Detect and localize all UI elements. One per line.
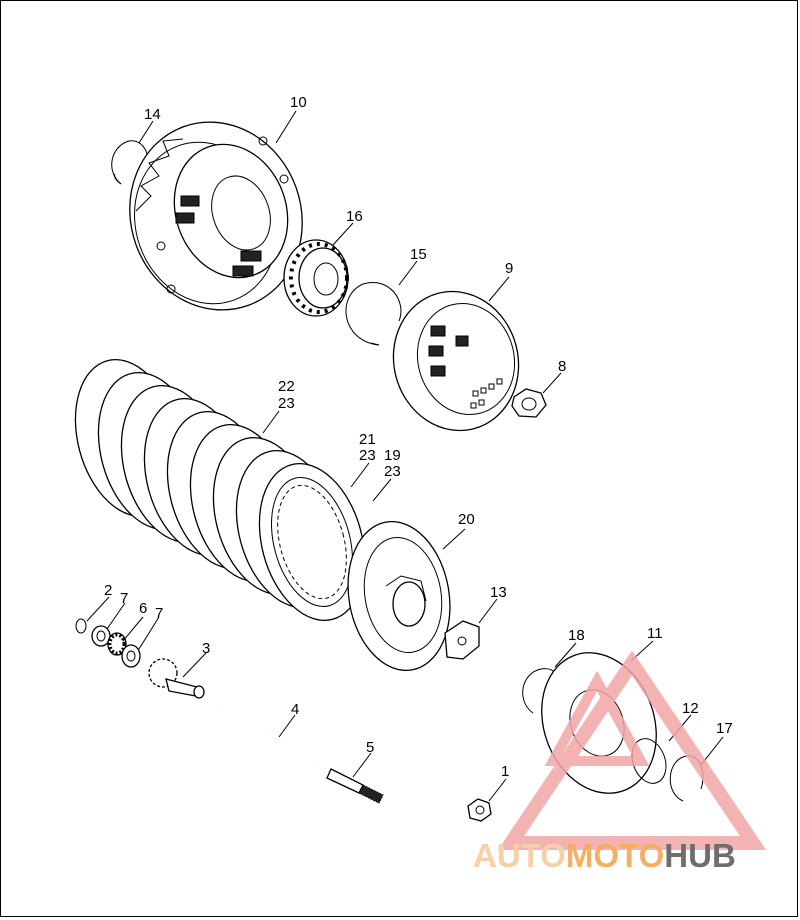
callout-7-b: 7 <box>155 605 163 622</box>
callout-16: 16 <box>346 208 363 225</box>
callout-15: 15 <box>410 246 427 263</box>
callout-4: 4 <box>291 701 299 718</box>
callout-21: 21 <box>359 431 376 448</box>
watermark-text: AUTOMOTOHUB <box>473 837 736 874</box>
callout-10: 10 <box>290 94 307 111</box>
callout-23-c: 23 <box>384 463 401 480</box>
part-6-thrust-bearing <box>107 632 127 656</box>
part-5-adjusting-screw <box>326 768 384 804</box>
part-7-washer-b <box>121 644 141 668</box>
clutch-plate-stack <box>74 358 366 622</box>
part-12-spring-seat <box>631 738 667 784</box>
callout-13: 13 <box>490 584 507 601</box>
part-14-snap-ring <box>111 140 148 185</box>
watermark-word-auto: AUTO <box>473 837 566 874</box>
watermark-word-hub: HUB <box>664 837 736 874</box>
watermark-logo: AUTOMOTOHUB <box>473 650 767 874</box>
watermark-word-moto: MOTO <box>566 837 664 874</box>
part-2-retaining-ring <box>75 618 87 634</box>
callout-7-a: 7 <box>120 590 128 607</box>
callout-20: 20 <box>458 511 475 528</box>
callout-22: 22 <box>278 378 295 395</box>
callout-1: 1 <box>501 763 509 780</box>
callout-labels: 14 10 16 15 9 8 22 23 21 23 19 23 20 13 … <box>104 94 733 780</box>
part-9-clutch-hub <box>392 290 520 432</box>
part-13-lock-plate <box>444 620 480 660</box>
callout-6: 6 <box>139 600 147 617</box>
part-4-push-rod <box>222 710 320 765</box>
leader-lines <box>86 110 724 802</box>
part-16-bearing <box>283 239 349 317</box>
callout-18: 18 <box>568 627 585 644</box>
callout-2: 2 <box>104 582 112 599</box>
part-10-clutch-drum <box>129 121 303 311</box>
callout-23-a: 23 <box>278 395 295 412</box>
callout-3: 3 <box>202 640 210 657</box>
watermark-triangle-icon <box>497 650 767 850</box>
part-8-hex-nut <box>511 388 547 418</box>
callout-12: 12 <box>682 700 699 717</box>
callout-8: 8 <box>558 358 566 375</box>
part-3-release-shaft <box>148 658 205 699</box>
part-20-pressure-plate <box>347 520 451 672</box>
callout-14: 14 <box>144 106 161 123</box>
part-15-retaining-ring <box>345 282 402 346</box>
callout-19: 19 <box>384 447 401 464</box>
callout-23-b: 23 <box>359 447 376 464</box>
callout-11: 11 <box>647 625 663 642</box>
callout-9: 9 <box>505 260 513 277</box>
part-1-locknut <box>467 798 492 822</box>
callout-5: 5 <box>366 739 374 756</box>
callout-17: 17 <box>716 720 733 737</box>
